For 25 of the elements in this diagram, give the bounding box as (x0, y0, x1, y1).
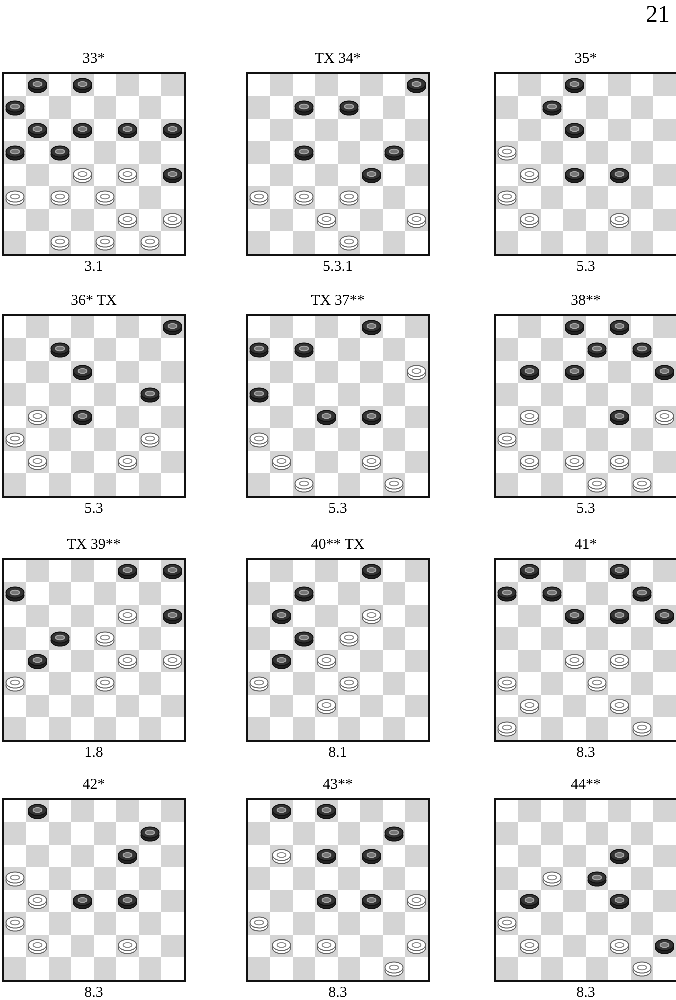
board-caption: 5.3.1 (322, 258, 354, 276)
board-title: 35* (574, 50, 598, 68)
page-number: 21 (646, 2, 670, 29)
board-caption: 8.3 (84, 984, 104, 1000)
board-caption: 8.1 (328, 744, 348, 762)
board-caption: 3.1 (84, 258, 104, 276)
board-title: 41* (574, 536, 598, 554)
board-title: 36* TX (70, 292, 118, 310)
board-title: 38** (570, 292, 602, 310)
board-caption: 5.3 (328, 500, 348, 518)
board-title: TX 37** (310, 292, 366, 310)
board-title: TX 34* (314, 50, 362, 68)
board-title: TX 39** (66, 536, 122, 554)
board-caption: 5.3 (576, 258, 596, 276)
board-caption: 1.8 (84, 744, 104, 762)
board-title: 33* (82, 50, 106, 68)
board-caption: 5.3 (84, 500, 104, 518)
board-caption: 5.3 (576, 500, 596, 518)
board-title: 42* (82, 776, 106, 794)
board-caption: 8.3 (576, 744, 596, 762)
board-title: 40** TX (310, 536, 366, 554)
board-title: 44** (570, 776, 602, 794)
board-title: 43** (322, 776, 354, 794)
board-caption: 8.3 (328, 984, 348, 1000)
board-caption: 8.3 (576, 984, 596, 1000)
